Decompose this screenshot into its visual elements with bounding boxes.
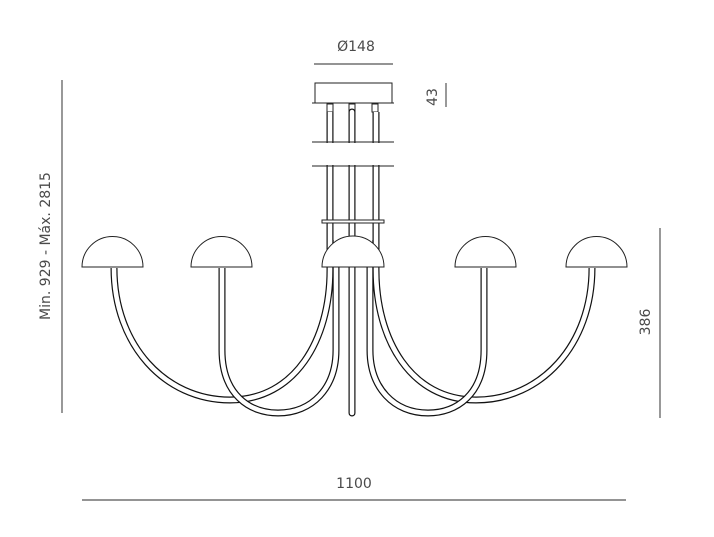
lamp-shade-2: [190, 236, 253, 268]
canopy-height-label: 43: [425, 88, 441, 106]
lamp-shade-4: [454, 236, 517, 268]
canopy-diameter-label: Ø148: [337, 39, 375, 55]
canopy: [312, 82, 394, 113]
plate-gap: [309, 143, 397, 165]
arms: [110, 108, 596, 417]
total-height-label: Min. 929 - Máx. 2815: [38, 172, 54, 320]
total-width-label: 1100: [336, 476, 372, 492]
lamp-shades: [81, 235, 628, 268]
arm-height-label: 386: [638, 309, 654, 336]
lamp-shade-5: [565, 236, 628, 268]
lamp-shade-3: [321, 235, 385, 268]
lamp-shade-1: [81, 236, 144, 268]
